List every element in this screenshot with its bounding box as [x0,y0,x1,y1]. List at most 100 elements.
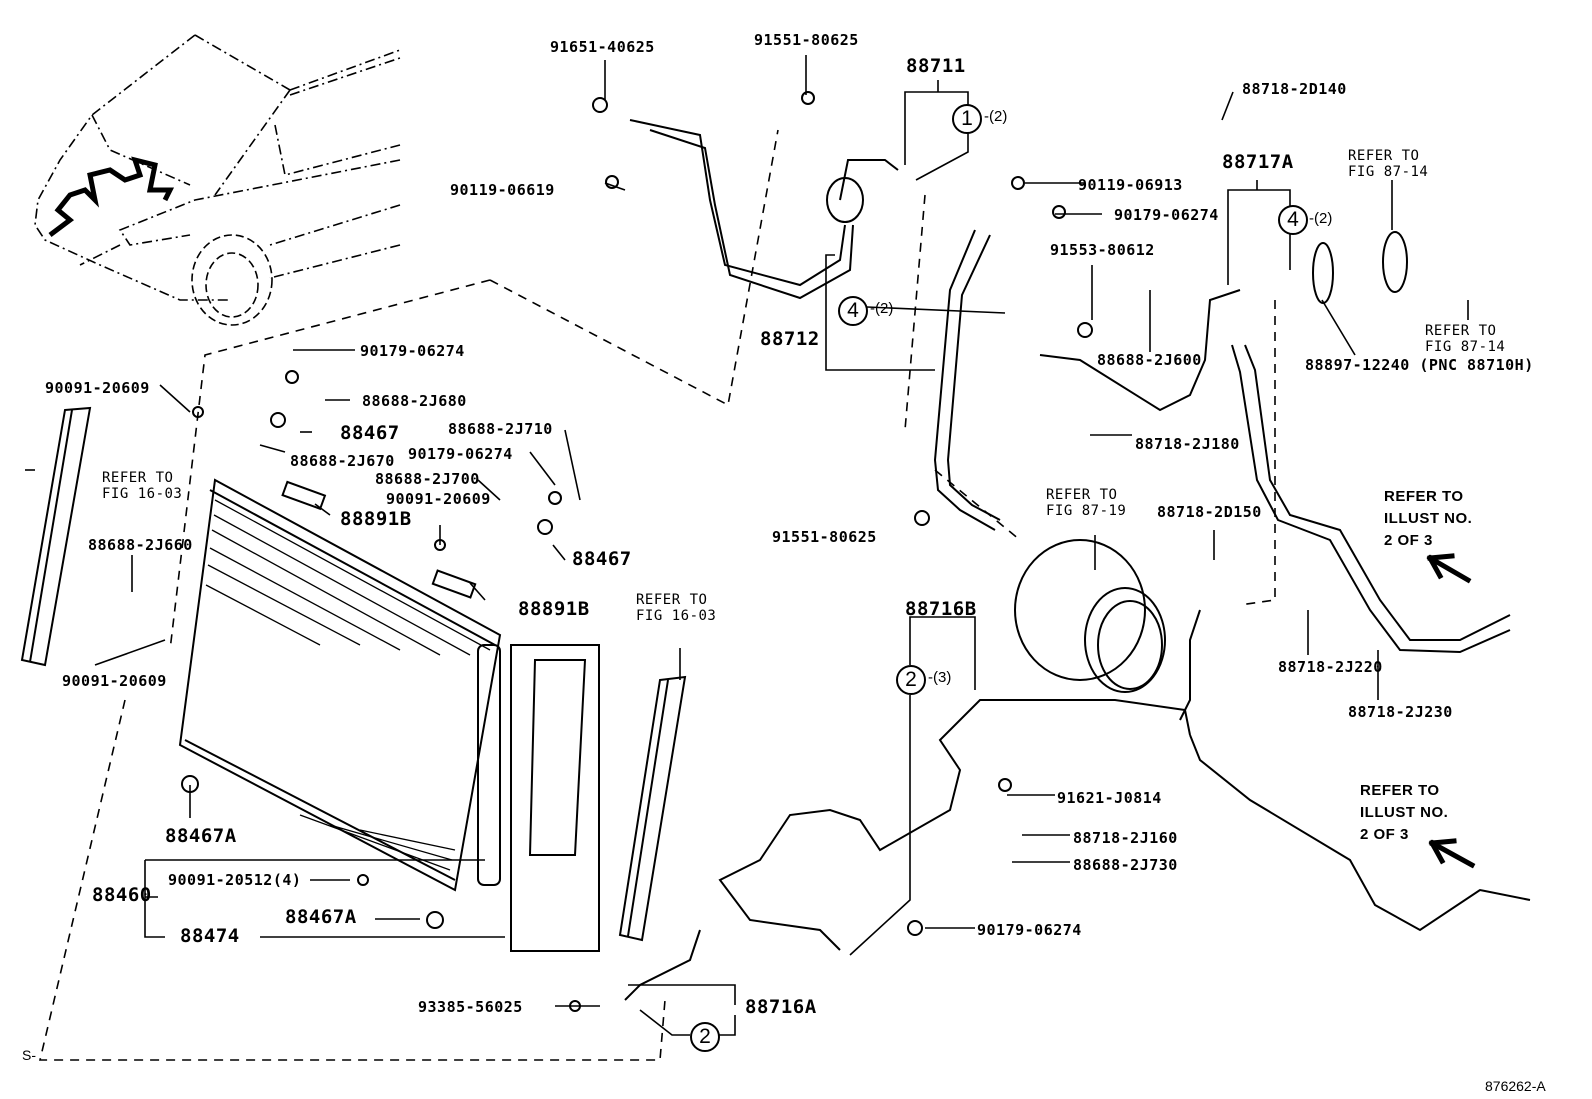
part-label-88467A[interactable]: 88467A [165,825,237,847]
part-label-88897-12240[interactable]: 88897-12240 (PNC 88710H) [1305,356,1534,374]
dryer-kit-box-icon [510,644,600,952]
reference-fig-16-03[interactable]: REFER TO FIG 16-03 [102,470,183,503]
pipe-to-lower-right-icon [1189,734,1531,932]
callout-quantity: -(2) [984,108,1008,125]
bolt-icon [434,539,446,551]
pipe-88716b-icon [718,699,1191,951]
part-label-90179-06274[interactable]: 90179-06274 [360,342,465,360]
part-label-90091-20512[interactable]: 90091-20512(4) [168,871,302,889]
bolt-icon [357,874,369,886]
part-label-88718-2J180[interactable]: 88718-2J180 [1135,435,1240,453]
compressor-icon [1014,539,1166,693]
cushion-icon [181,775,199,793]
part-label-88718-2J220[interactable]: 88718-2J220 [1278,658,1383,676]
part-label-88688-2J730[interactable]: 88688-2J730 [1073,856,1178,874]
part-label-88467[interactable]: 88467 [572,548,632,570]
bolt-icon [998,778,1012,792]
cushion-icon-a [281,480,327,511]
discharge-pipe-icon [933,229,996,531]
part-label-93385-56025[interactable]: 93385-56025 [418,998,523,1016]
part-label-88716B[interactable]: 88716B [905,598,977,620]
illustration-id: 876262-A [1485,1078,1546,1094]
part-label-91551-80625[interactable]: 91551-80625 [754,31,859,49]
nut-icon [1052,205,1066,219]
bolt-icon [914,510,930,526]
condenser-icon [178,478,502,892]
left-seal-strip-icon [20,406,92,667]
part-label-90179-06274[interactable]: 90179-06274 [408,445,513,463]
reference-fig-87-19[interactable]: REFER TO FIG 87-19 [1046,487,1127,520]
part-label-88891B[interactable]: 88891B [340,508,412,530]
part-label-90091-20609[interactable]: 90091-20609 [45,379,150,397]
bolt-icon [1011,176,1025,190]
part-label-90119-06913[interactable]: 90119-06913 [1078,176,1183,194]
callout-quantity: -(2) [1309,210,1333,227]
pipe-88716a-icon [624,929,701,1001]
bolt-icon [1077,322,1093,338]
part-label-88718-2D140[interactable]: 88718-2D140 [1242,80,1347,98]
plate-icon [1382,231,1408,293]
nut-icon [285,370,299,384]
section-marker: S- [22,1047,36,1063]
bolt-icon [192,406,204,418]
right-seal-strip-icon [618,675,687,942]
part-label-88716A[interactable]: 88716A [745,996,817,1018]
part-label-90091-20609[interactable]: 90091-20609 [62,672,167,690]
washer-icon [537,519,553,535]
part-label-91621-J0814[interactable]: 91621-J0814 [1057,789,1162,807]
part-label-88460[interactable]: 88460 [92,884,152,906]
suction-hose-icon [629,119,899,287]
part-label-91553-80612[interactable]: 91553-80612 [1050,241,1155,259]
vehicle-outline-icon [34,34,401,301]
reference-illust-2-of-3[interactable]: REFER TO ILLUST NO. 2 OF 3 [1360,782,1449,843]
part-label-88688-2J680[interactable]: 88688-2J680 [362,392,467,410]
part-label-88688-2J700[interactable]: 88688-2J700 [375,470,480,488]
plug-icon [569,1000,581,1012]
leader-lines [25,55,1469,1036]
callout-circle[interactable]: 4 [1278,205,1308,235]
callout-quantity: -(2) [870,300,894,317]
callout-circle[interactable]: 1 [952,104,982,134]
callout-circle[interactable]: 2 [690,1022,720,1052]
wire-harness-icon [48,156,175,237]
part-label-88467A[interactable]: 88467A [285,906,357,928]
reference-fig-87-14[interactable]: REFER TO FIG 87-14 [1348,148,1429,181]
refer-arrow-icon-upper [1426,553,1472,584]
part-label-90119-06619[interactable]: 90119-06619 [450,181,555,199]
part-label-90091-20609[interactable]: 90091-20609 [386,490,491,508]
part-label-88718-2J160[interactable]: 88718-2J160 [1073,829,1178,847]
part-label-88891B[interactable]: 88891B [518,598,590,620]
part-label-91551-80625[interactable]: 91551-80625 [772,528,877,546]
part-label-88688-2J600[interactable]: 88688-2J600 [1097,351,1202,369]
part-label-88711[interactable]: 88711 [906,55,966,77]
nut-icon [605,175,619,189]
part-label-88467[interactable]: 88467 [340,422,400,444]
part-label-90179-06274[interactable]: 90179-06274 [977,921,1082,939]
part-label-88688-2J710[interactable]: 88688-2J710 [448,420,553,438]
part-label-88688-2J660[interactable]: 88688-2J660 [88,536,193,554]
nut-icon [907,920,923,936]
part-label-88712[interactable]: 88712 [760,328,820,350]
callout-circle[interactable]: 2 [896,665,926,695]
wheel-icon [191,234,273,326]
callout-circle[interactable]: 4 [838,296,868,326]
reference-illust-2-of-3[interactable]: REFER TO ILLUST NO. 2 OF 3 [1384,488,1473,549]
part-label-88718-2D150[interactable]: 88718-2D150 [1157,503,1262,521]
part-label-88717A[interactable]: 88717A [1222,151,1294,173]
bolt-icon [801,91,815,105]
part-label-90179-06274[interactable]: 90179-06274 [1114,206,1219,224]
cushion-icon-b [431,569,477,599]
washer-icon [270,412,286,428]
reference-fig-16-03[interactable]: REFER TO FIG 16-03 [636,592,717,625]
reference-fig-87-14[interactable]: REFER TO FIG 87-14 [1425,323,1506,356]
bolt-icon [592,97,608,113]
refer-arrow-icon-lower [1428,838,1476,869]
part-label-88688-2J670[interactable]: 88688-2J670 [290,452,395,470]
callout-quantity: -(3) [928,669,952,686]
part-label-91651-40625[interactable]: 91651-40625 [550,38,655,56]
part-label-88718-2J230[interactable]: 88718-2J230 [1348,703,1453,721]
part-label-88474[interactable]: 88474 [180,925,240,947]
cushion-icon [426,911,444,929]
